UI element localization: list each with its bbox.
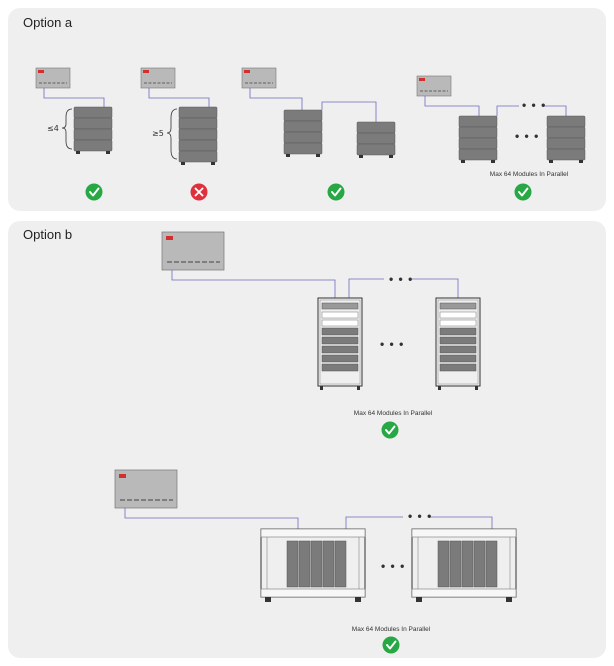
inverter <box>35 67 71 89</box>
battery-module <box>458 148 498 161</box>
battery-module <box>178 139 218 152</box>
battery-module <box>546 137 586 150</box>
ellipsis-top: • • • <box>408 509 432 523</box>
cable <box>424 96 480 116</box>
stand-feet <box>286 154 320 157</box>
inverter <box>114 469 178 509</box>
check-circle-icon <box>381 635 401 655</box>
config-a3 <box>241 67 396 202</box>
stand-feet <box>76 151 110 154</box>
check-circle-icon <box>84 182 104 202</box>
battery-module <box>546 148 586 161</box>
battery-module <box>283 120 323 133</box>
cable <box>321 101 377 122</box>
battery-module <box>73 117 113 130</box>
battery-module <box>458 115 498 128</box>
battery-module <box>546 126 586 139</box>
inverter <box>416 75 452 97</box>
bracket <box>61 108 73 150</box>
max-4-label: ≤4 <box>47 124 59 133</box>
battery-module <box>178 106 218 119</box>
check-circle-icon <box>380 420 400 440</box>
option-b-title: Option b <box>23 227 73 242</box>
bracket <box>166 108 178 160</box>
check-circle-icon <box>326 182 346 202</box>
config-b2: • • • • • • Max 64 Modules In Parallel <box>114 469 517 655</box>
battery-module <box>458 137 498 150</box>
battery-module <box>283 131 323 144</box>
option-a-title: Option a <box>23 15 73 30</box>
battery-module <box>458 126 498 139</box>
check-circle-icon <box>513 182 533 202</box>
battery-module <box>546 115 586 128</box>
battery-module <box>73 128 113 141</box>
config-b1: • • • • • • Max 64 Modules In Parallel <box>161 231 481 440</box>
stand-feet <box>359 155 393 158</box>
ellipsis-top: • • • <box>389 272 413 286</box>
max-parallel-caption: Max 64 Modules In Parallel <box>354 410 433 417</box>
battery-module <box>356 121 396 134</box>
battery-module <box>283 142 323 155</box>
battery-module <box>178 128 218 141</box>
inverter <box>140 67 176 89</box>
battery-module <box>73 106 113 119</box>
battery-cabinet <box>411 528 517 603</box>
battery-module <box>356 143 396 156</box>
stand-feet <box>549 160 583 163</box>
cable <box>171 270 336 298</box>
battery-module <box>178 117 218 130</box>
config-a4: • • • • • • Max 64 Modules In Parallel <box>416 75 586 202</box>
battery-module <box>356 132 396 145</box>
max-parallel-caption: Max 64 Modules In Parallel <box>352 626 431 633</box>
battery-rack <box>317 297 363 391</box>
stand-feet <box>181 162 215 165</box>
ellipsis-middle: • • • <box>515 129 539 143</box>
config-a1: ≤4 <box>35 67 113 202</box>
battery-rack <box>435 297 481 391</box>
config-a2: ≥5 <box>140 67 218 202</box>
battery-module <box>73 139 113 152</box>
cable <box>348 278 384 298</box>
x-circle-icon <box>189 182 209 202</box>
cable <box>249 88 303 110</box>
inverter <box>241 67 277 89</box>
cable <box>43 88 105 107</box>
cable <box>412 278 459 298</box>
cable <box>345 516 403 529</box>
max-parallel-caption: Max 64 Modules In Parallel <box>490 171 569 178</box>
ellipsis-middle: • • • <box>380 337 404 351</box>
ellipsis-top: • • • <box>522 98 546 112</box>
cable <box>148 88 210 107</box>
ellipsis-middle: • • • <box>381 559 405 573</box>
cable <box>124 508 299 529</box>
cable <box>496 105 519 116</box>
stand-feet <box>461 160 495 163</box>
min-5-label: ≥5 <box>152 129 164 138</box>
battery-module <box>178 150 218 163</box>
battery-cabinet <box>260 528 366 603</box>
battery-module <box>283 109 323 122</box>
cable <box>428 516 493 529</box>
inverter <box>161 231 225 271</box>
cable <box>542 105 567 116</box>
